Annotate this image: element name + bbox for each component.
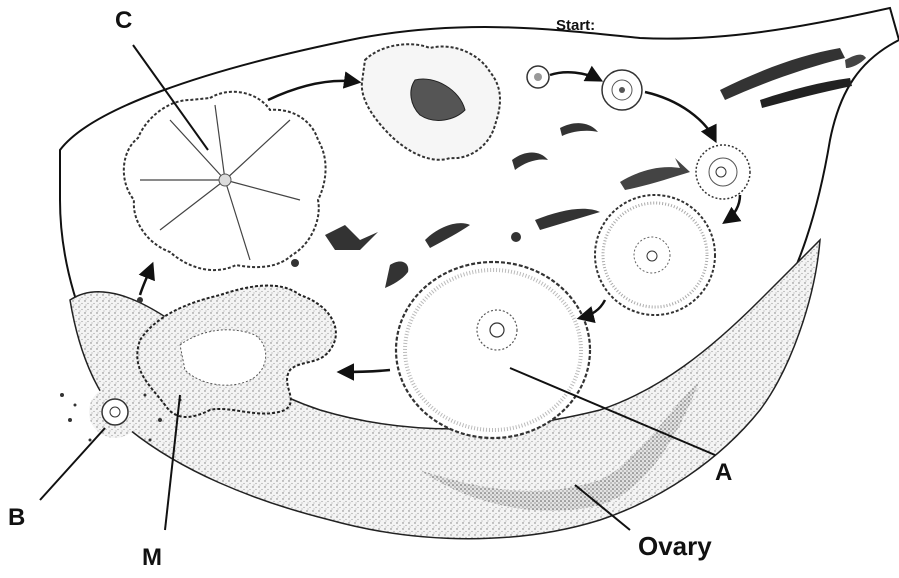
label-a: A xyxy=(715,459,732,486)
primordial-follicle xyxy=(527,66,549,88)
mature-follicle xyxy=(396,262,590,438)
label-ovary: Ovary xyxy=(638,531,712,561)
released-oocyte xyxy=(89,386,141,438)
start-label: Start: xyxy=(556,17,595,34)
label-c: C xyxy=(115,7,132,34)
primary-follicle xyxy=(602,70,642,110)
label-b: B xyxy=(8,504,25,531)
secondary-follicle xyxy=(696,145,750,199)
antral-follicle xyxy=(595,195,715,315)
label-m: M xyxy=(142,544,162,571)
